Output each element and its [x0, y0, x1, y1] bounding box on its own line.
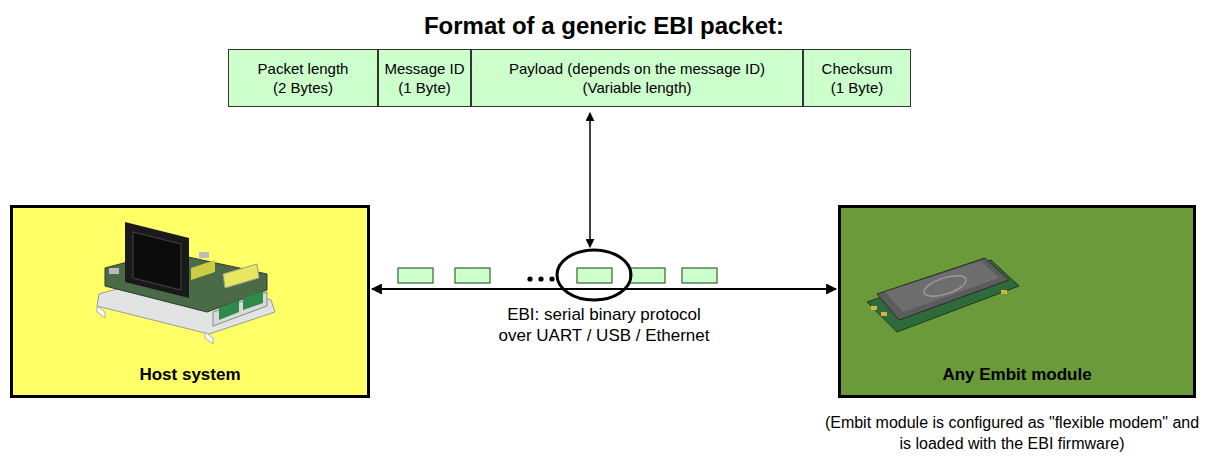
- field-text: Payload (depends on the message ID): [509, 59, 765, 78]
- field-text: (Variable length): [583, 78, 692, 97]
- packet-field-box: Payload (depends on the message ID)(Vari…: [471, 49, 803, 107]
- box-label: Any Embit module: [942, 365, 1091, 385]
- highlight-circle: [557, 250, 631, 300]
- connector-label: EBI: serial binary protocol over UART / …: [491, 304, 717, 346]
- payload-pointer-arrow: [589, 113, 591, 247]
- field-text: Packet length: [258, 59, 349, 78]
- field-text: (1 Byte): [831, 78, 884, 97]
- caption-note: (Embit module is configured as "flexible…: [822, 412, 1202, 454]
- host-board-picture: [13, 208, 367, 358]
- field-text: Message ID: [384, 59, 464, 78]
- field-text: (2 Bytes): [273, 78, 333, 97]
- packet-field-box: Message ID(1 Byte): [378, 49, 471, 107]
- embit-module-box: Any Embit module: [838, 205, 1196, 398]
- packet-field-box: Packet length(2 Bytes): [228, 49, 378, 107]
- embit-module-picture: [841, 208, 1193, 358]
- diagram-title: Format of a generic EBI packet:: [0, 12, 1208, 40]
- packet-field-box: Checksum(1 Byte): [803, 49, 911, 107]
- connector-arrow: [372, 288, 836, 290]
- field-text: (1 Byte): [398, 78, 451, 97]
- host-system-box: Host system: [10, 205, 370, 398]
- field-text: Checksum: [822, 59, 893, 78]
- box-label: Host system: [139, 365, 240, 385]
- ellipsis-dots: [527, 276, 554, 281]
